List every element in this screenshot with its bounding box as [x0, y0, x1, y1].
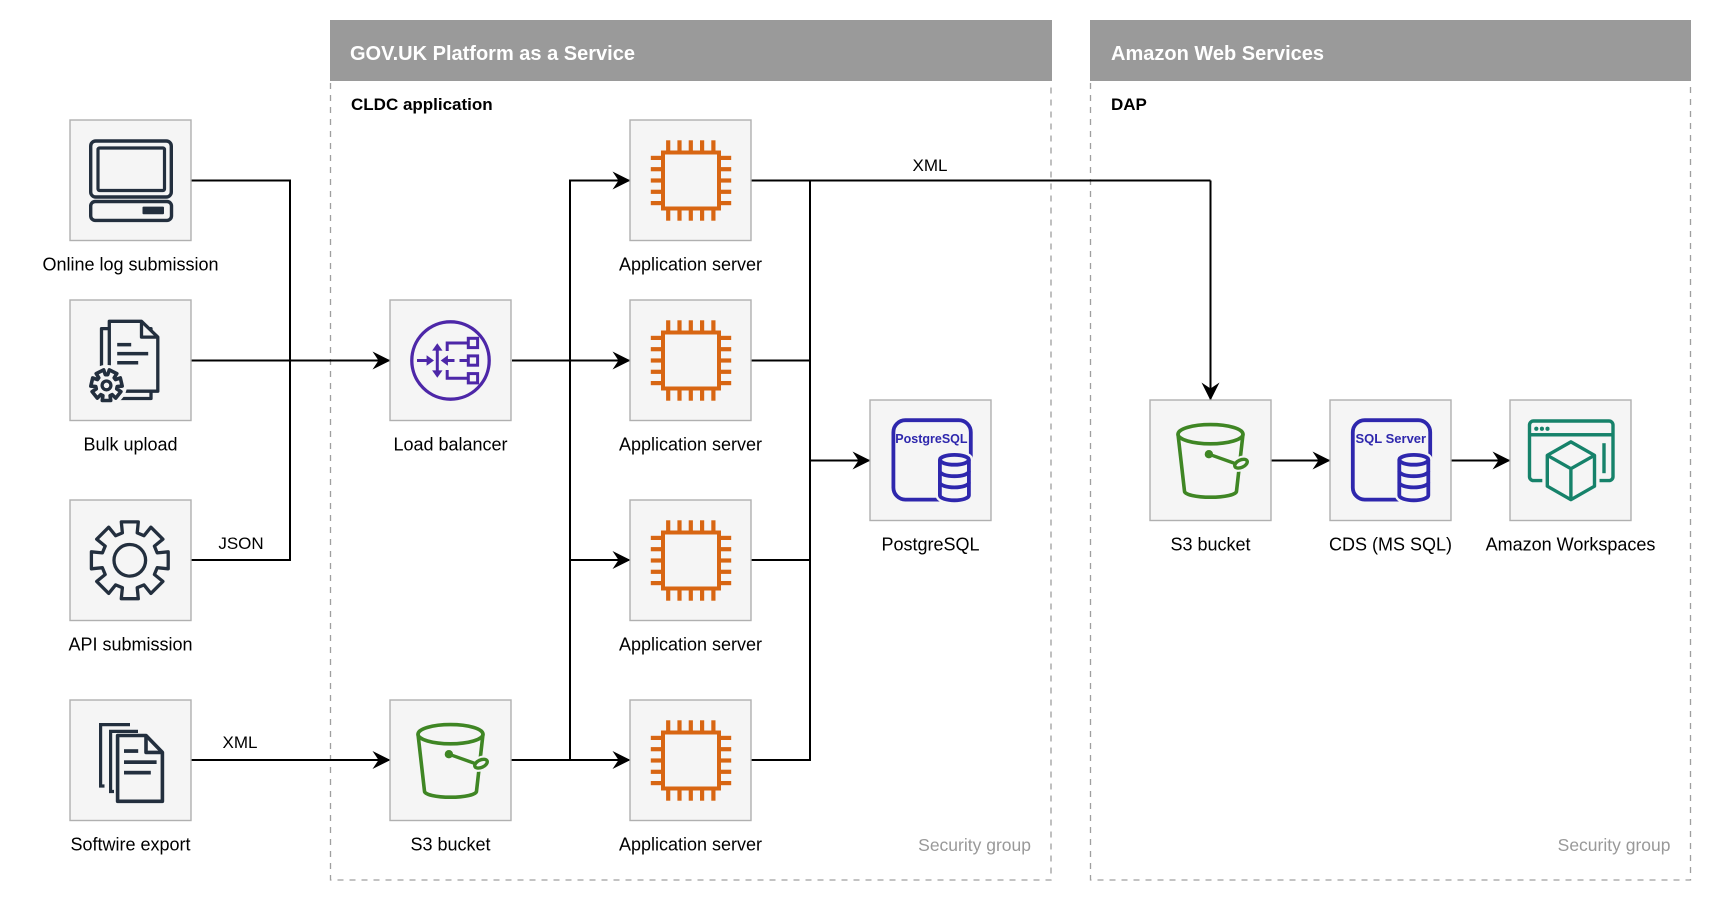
- svg-text:JSON: JSON: [218, 534, 263, 553]
- svg-text:Amazon Workspaces: Amazon Workspaces: [1486, 535, 1656, 555]
- svg-text:SQL Server: SQL Server: [1356, 431, 1427, 446]
- svg-text:Load balancer: Load balancer: [393, 435, 507, 455]
- svg-text:GOV.UK Platform as a Service: GOV.UK Platform as a Service: [350, 43, 635, 65]
- svg-text:PostgreSQL: PostgreSQL: [881, 535, 979, 555]
- svg-text:Bulk upload: Bulk upload: [83, 435, 177, 455]
- svg-text:API submission: API submission: [68, 635, 192, 655]
- svg-text:DAP: DAP: [1111, 95, 1147, 114]
- svg-text:Application server: Application server: [619, 835, 762, 855]
- svg-text:Application server: Application server: [619, 635, 762, 655]
- svg-text:Online log submission: Online log submission: [42, 255, 218, 275]
- svg-text:Amazon Web Services: Amazon Web Services: [1111, 43, 1324, 65]
- svg-text:S3 bucket: S3 bucket: [410, 835, 490, 855]
- svg-text:Application server: Application server: [619, 255, 762, 275]
- svg-text:Softwire export: Softwire export: [70, 835, 190, 855]
- svg-text:S3 bucket: S3 bucket: [1170, 535, 1250, 555]
- svg-text:Security group: Security group: [918, 835, 1031, 855]
- svg-text:PostgreSQL: PostgreSQL: [895, 432, 968, 446]
- svg-text:CLDC application: CLDC application: [351, 95, 493, 114]
- svg-text:CDS (MS SQL): CDS (MS SQL): [1329, 535, 1452, 555]
- svg-text:Application server: Application server: [619, 435, 762, 455]
- svg-text:XML: XML: [913, 156, 948, 175]
- svg-text:XML: XML: [223, 733, 258, 752]
- svg-text:Security group: Security group: [1558, 835, 1671, 855]
